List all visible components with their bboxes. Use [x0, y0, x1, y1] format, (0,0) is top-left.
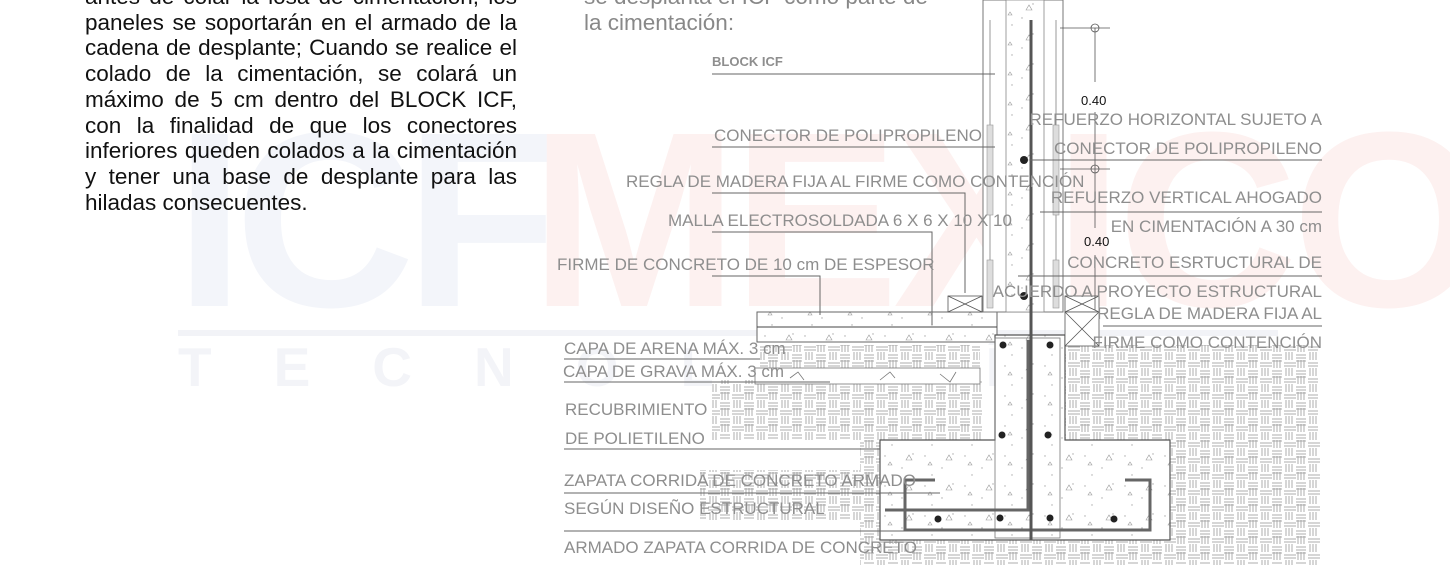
label-recubrimiento: RECUBRIMIENTO [565, 400, 707, 419]
label-block-icf: BLOCK ICF [712, 54, 783, 69]
label-capa-arena: CAPA DE ARENA MÁX. 3 cm [564, 339, 786, 358]
label-capa-grava: CAPA DE GRAVA MÁX. 3 cm [563, 362, 784, 381]
wood-form-boxes [947, 295, 1100, 347]
icf-block-wall [982, 0, 1064, 540]
label-refuerzo-vertical-2: EN CIMENTACIÓN A 30 cm [1111, 217, 1322, 236]
watermark-icf: ICF [175, 80, 558, 359]
label-conector: CONECTOR DE POLIPROPILENO [714, 126, 982, 145]
label-concreto-estructural: CONCRETO ESRTUCTURAL DE [1067, 253, 1322, 272]
label-concreto-estructural-2: ACUERDO A PROYECTO ESTRUCTURAL [993, 282, 1322, 301]
label-diseno: SEGÚN DISEÑO ESTRUCTURAL [564, 499, 825, 518]
label-polietileno: DE POLIETILENO [565, 429, 705, 448]
label-zapata: ZAPATA CORRIDA DE CONCRETO ARMADO [564, 471, 916, 490]
gravel-layer [754, 367, 981, 385]
dimension-upper: 0.40 [1081, 93, 1106, 108]
label-regla-madera-right: REGLA DE MADERA FIJA AL [1097, 304, 1322, 323]
dimension-lower: 0.40 [1084, 234, 1109, 249]
intro-paragraph: se desplanta el ICF como parte de la cim… [584, 0, 928, 35]
label-armado-zapata: ARMADO ZAPATA CORRIDA DE CONCRETO [564, 538, 917, 557]
label-firme-contencion: FIRME COMO CONTENCIÓN [1093, 333, 1323, 352]
label-malla: MALLA ELECTROSOLDADA 6 X 6 X 10 X 10 [668, 211, 1012, 230]
label-firme: FIRME DE CONCRETO DE 10 cm DE ESPESOR [557, 255, 935, 274]
dimension-lines [1060, 23, 1110, 310]
label-regla-madera: REGLA DE MADERA FIJA AL FIRME COMO CONTE… [626, 172, 1084, 191]
label-refuerzo-horizontal: REFUERZO HORIZONTAL SUJETO A [1030, 110, 1323, 129]
label-refuerzo-vertical: REFUERZO VERTICAL AHOGADO [1051, 188, 1322, 207]
watermark-divider [178, 330, 1278, 336]
description-paragraph: antes de colar la losa de cimentación, l… [85, 0, 517, 215]
label-refuerzo-horizontal-2: CONECTOR DE POLIPROPILENO [1054, 139, 1322, 158]
